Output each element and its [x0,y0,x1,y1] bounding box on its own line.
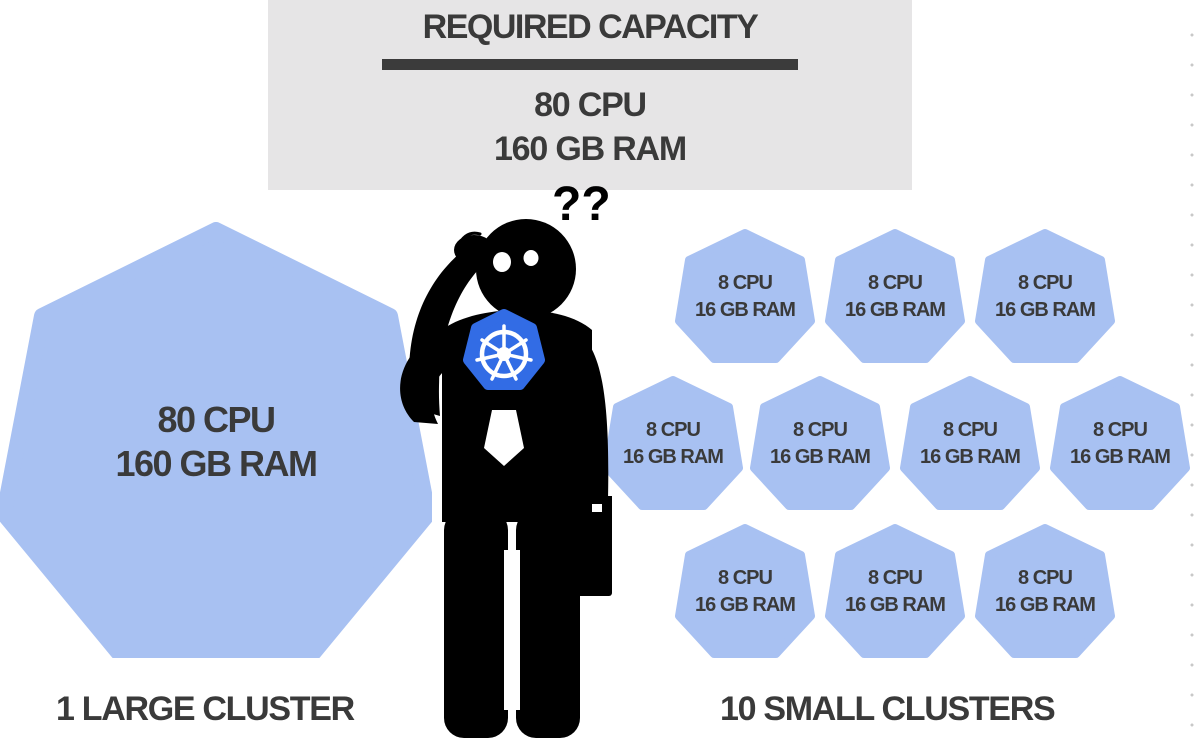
small-cluster-cpu: 8 CPU [793,419,848,441]
small-cluster-cpu: 8 CPU [718,567,773,589]
right-arm [572,332,609,500]
small-cluster-ram: 16 GB RAM [695,594,796,616]
small-cluster-cpu: 8 CPU [868,272,923,294]
large-cluster-ram: 160 GB RAM [115,443,318,484]
small-cluster-label: 8 CPU 16 GB RAM [975,270,1115,324]
small-cluster-heptagon [603,376,743,510]
small-cluster-label: 8 CPU 16 GB RAM [675,270,815,324]
small-cluster-heptagon [675,229,815,363]
small-cluster-cpu: 8 CPU [868,567,923,589]
small-cluster: 8 CPU 16 GB RAM [675,227,815,363]
small-cluster-ram: 16 GB RAM [995,594,1096,616]
right-leg [516,510,580,738]
left-leg [444,510,508,738]
small-cluster: 8 CPU 16 GB RAM [825,522,965,658]
small-cluster: 8 CPU 16 GB RAM [975,522,1115,658]
small-cluster-heptagon [675,524,815,658]
small-cluster: 8 CPU 16 GB RAM [750,374,890,510]
small-cluster-heptagon [975,524,1115,658]
small-cluster-ram: 16 GB RAM [623,446,724,468]
leg-gap [504,550,520,710]
small-cluster-cpu: 8 CPU [718,272,773,294]
small-cluster-cpu: 8 CPU [943,419,998,441]
small-cluster-heptagon [825,229,965,363]
required-ram: 160 GB RAM [493,130,687,168]
small-cluster-cpu: 8 CPU [646,419,701,441]
small-cluster-label: 8 CPU 16 GB RAM [825,565,965,619]
head [476,219,576,319]
question-marks: ?? [552,178,611,231]
left-eye [493,252,511,272]
small-cluster-ram: 16 GB RAM [695,299,796,321]
small-cluster-cpu: 8 CPU [1093,419,1148,441]
kubernetes-helm-icon [463,309,545,390]
title-divider [382,59,798,70]
small-cluster: 8 CPU 16 GB RAM [975,227,1115,363]
large-cluster-cpu: 80 CPU [157,399,276,440]
small-cluster-ram: 16 GB RAM [845,299,946,321]
tie [484,410,524,466]
small-cluster-ram: 16 GB RAM [845,594,946,616]
raised-forearm [409,248,484,416]
small-cluster-label: 8 CPU 16 GB RAM [603,417,743,471]
small-cluster: 8 CPU 16 GB RAM [675,522,815,658]
small-cluster-heptagon [750,376,890,510]
small-cluster-label: 8 CPU 16 GB RAM [900,417,1040,471]
briefcase-icon [570,496,612,596]
required-capacity-title: REQUIRED CAPACITY [422,8,759,46]
small-cluster-label: 8 CPU 16 GB RAM [975,565,1115,619]
large-cluster-caption: 1 LARGE CLUSTER [56,690,355,728]
scratching-hand [454,235,494,265]
small-cluster-heptagon [825,524,965,658]
small-cluster-heptagon [1050,376,1190,510]
small-cluster: 8 CPU 16 GB RAM [603,374,743,510]
small-cluster-ram: 16 GB RAM [1070,446,1171,468]
small-clusters-caption: 10 SMALL CLUSTERS [720,690,1056,728]
large-cluster-label: 80 CPU 160 GB RAM [0,398,432,486]
small-cluster-label: 8 CPU 16 GB RAM [825,270,965,324]
small-cluster-ram: 16 GB RAM [995,299,1096,321]
required-capacity-box: REQUIRED CAPACITY 80 CPU 160 GB RAM [268,0,912,190]
small-cluster-ram: 16 GB RAM [770,446,871,468]
dotted-edge-line [1190,20,1194,740]
small-cluster-label: 8 CPU 16 GB RAM [1050,417,1190,471]
small-cluster: 8 CPU 16 GB RAM [900,374,1040,510]
small-cluster-label: 8 CPU 16 GB RAM [750,417,890,471]
small-cluster: 8 CPU 16 GB RAM [825,227,965,363]
small-cluster-cpu: 8 CPU [1018,567,1073,589]
confused-businessman-icon: ?? [400,178,612,738]
small-cluster: 8 CPU 16 GB RAM [1050,374,1190,510]
right-eye [523,250,539,266]
small-cluster-heptagon [900,376,1040,510]
small-cluster-ram: 16 GB RAM [920,446,1021,468]
small-cluster-label: 8 CPU 16 GB RAM [675,565,815,619]
large-cluster-heptagon [0,222,432,658]
small-cluster-cpu: 8 CPU [1018,272,1073,294]
small-cluster-heptagon [975,229,1115,363]
required-cpu: 80 CPU [534,86,647,124]
